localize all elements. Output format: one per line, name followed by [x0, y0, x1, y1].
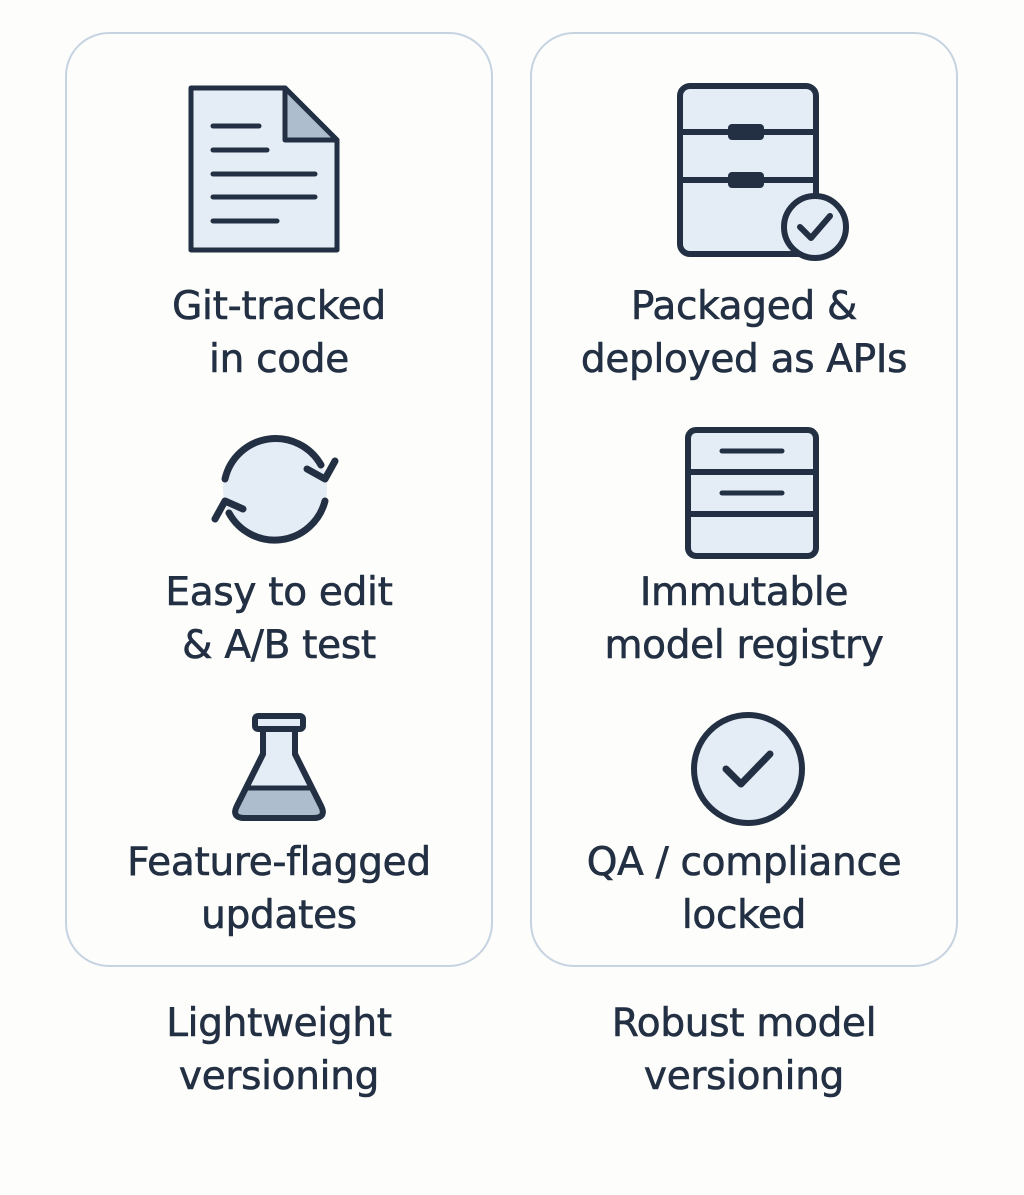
flask-icon: [232, 713, 326, 821]
item-label-easy-edit: Easy to edit & A/B test: [165, 570, 393, 669]
registry-drawer-icon: [685, 427, 819, 559]
robust-versioning-card: Packaged & deployed as APIs Immutable mo…: [530, 32, 958, 967]
caption-robust-versioning: Robust model versioning: [611, 1001, 877, 1100]
item-label-feature-flagged: Feature-flagged updates: [127, 840, 432, 939]
item-label-packaged-deployed: Packaged & deployed as APIs: [580, 284, 908, 383]
item-label-qa-compliance: QA / compliance locked: [586, 840, 902, 939]
check-circle-icon: [691, 712, 805, 826]
item-label-immutable-registry: Immutable model registry: [604, 570, 884, 669]
lightweight-versioning-card: Git-tracked in code Easy to edit & A/B t…: [65, 32, 493, 967]
caption-lightweight-versioning: Lightweight versioning: [166, 1001, 392, 1100]
refresh-cycle-icon: [211, 435, 339, 544]
item-label-git-tracked: Git-tracked in code: [172, 284, 387, 383]
server-check-icon: [677, 83, 849, 261]
document-icon: [188, 85, 340, 253]
